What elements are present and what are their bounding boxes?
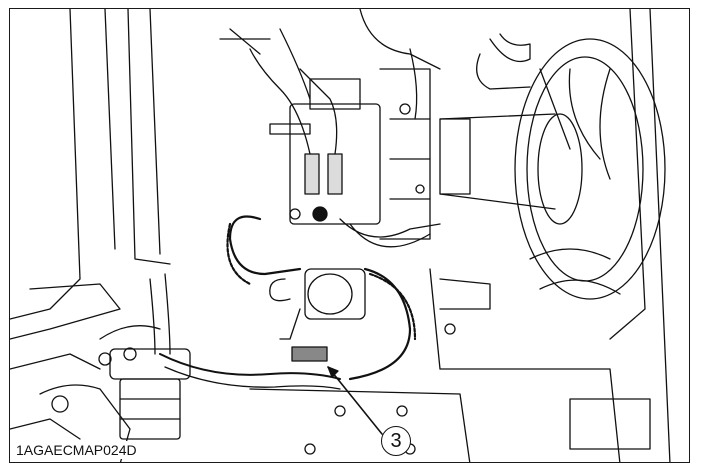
top-hoses xyxy=(219,9,531,120)
corrugated-harness xyxy=(226,215,417,381)
fuel-hoses xyxy=(99,273,341,390)
left-frame-panels xyxy=(10,9,171,462)
engine-block-lower xyxy=(249,268,651,462)
figure-code-label: 1AGAECMAP024D xyxy=(14,441,139,459)
fuel-filter xyxy=(51,347,191,440)
callout-leader-line xyxy=(327,366,383,435)
callout-3: 3 xyxy=(381,426,411,456)
figure-frame: 3 1AGAECMAP024D xyxy=(9,8,690,463)
injection-lines xyxy=(249,48,441,248)
engine-line-drawing xyxy=(10,9,671,462)
injection-pump xyxy=(269,68,431,240)
radiator-fan xyxy=(439,9,671,462)
feed-pump xyxy=(269,268,366,362)
